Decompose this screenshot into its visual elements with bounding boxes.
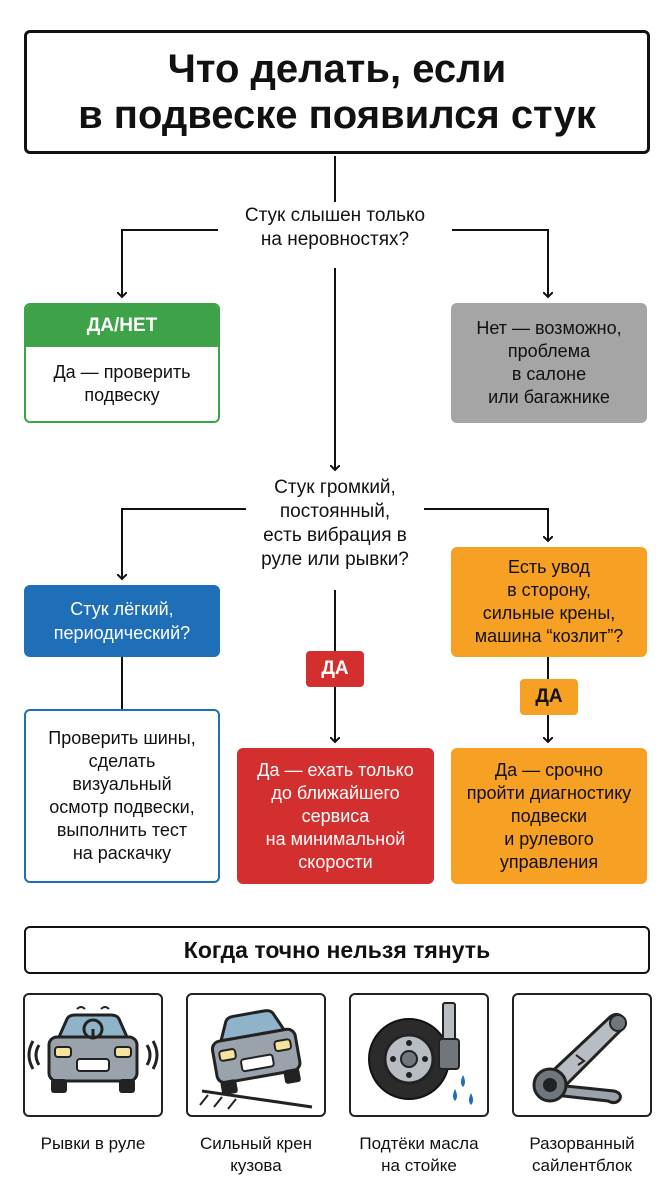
tile-label-steering: Рывки в руле: [40, 1134, 146, 1153]
page-title: Что делать, если в подвеске появился сту…: [78, 47, 596, 137]
no-cabin-card: Нет — возможно, проблема в салоне или ба…: [451, 303, 647, 423]
arrow-q1-left: [122, 229, 218, 297]
yes-badge-orange: ДА: [520, 679, 578, 715]
warning-tile-body-roll: [186, 993, 326, 1117]
question-bumps-only: Стук слышен только на неровностях?: [218, 204, 452, 266]
orange-action-card: Да — срочно пройти диагностику подвески …: [451, 748, 647, 884]
light-knock-question: Стук лёгкий, периодический?: [24, 585, 220, 657]
car-body-roll-icon: [199, 1009, 313, 1110]
warning-tile-bushing: [512, 993, 652, 1117]
yes-no-card-body: Да — проверить подвеску: [53, 362, 191, 405]
red-action-card: Да — ехать только до ближайшего сервиса …: [237, 748, 434, 884]
broken-bushing-icon: [532, 1012, 627, 1105]
arrow-q1-right: [452, 229, 548, 297]
section-title: Когда точно нельзя тянуть: [24, 926, 650, 974]
tile-label-oil-leak: Подтёки масла на стойке: [359, 1134, 479, 1175]
yes-no-card-header: ДА/НЕТ: [26, 305, 218, 347]
tile-label-body-roll: Сильный крен кузова: [199, 1134, 313, 1175]
warning-tile-steering: [23, 993, 163, 1117]
tile-label-bushing: Разорванный сайлентблок: [529, 1134, 635, 1175]
pull-question-card: Есть увод в сторону, сильные крены, маши…: [451, 547, 647, 657]
car-steering-vibration-icon: [27, 1006, 159, 1093]
arrow-q2-right: [424, 508, 548, 541]
light-knock-action: Проверить шины, сделать визуальный осмот…: [24, 709, 220, 883]
shock-absorber-leak-icon: [368, 1002, 473, 1105]
title-box: Что делать, если в подвеске появился сту…: [24, 30, 650, 154]
yes-no-card: ДА/НЕТ Да — проверить подвеску: [24, 303, 220, 423]
question-loud-constant: Стук громкий, постоянный, есть вибрация …: [246, 476, 424, 586]
yes-badge-red: ДА: [306, 651, 364, 687]
arrow-q2-left: [122, 508, 246, 579]
warning-tile-oil-leak: [349, 993, 489, 1117]
